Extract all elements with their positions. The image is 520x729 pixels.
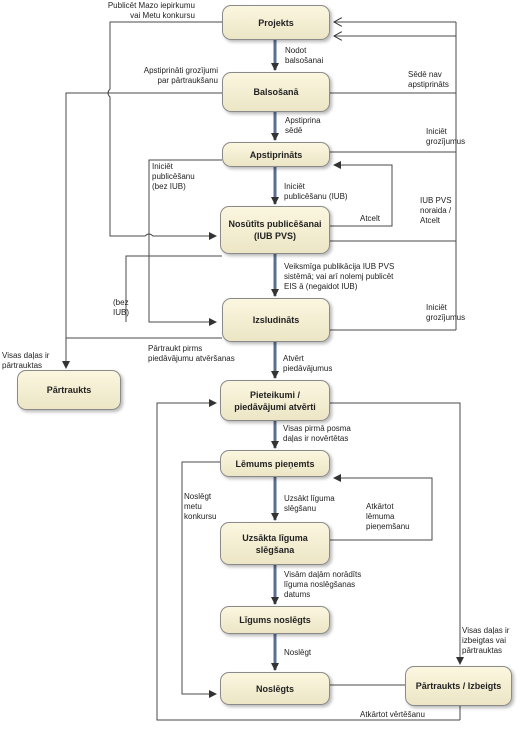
label-sede-nav: Sēdē nav apstiprināts xyxy=(408,70,449,89)
label-apstiprinati-grozijumi: Apstiprināti grozījumi par pārtraukšanu xyxy=(143,66,218,85)
label-atkartot-lemuma: Atkārtot lēmuma pieņemšanu xyxy=(366,502,410,531)
label-publicet-mazo: Publicēt Mazo iepirkumu vai Metu konkurs… xyxy=(107,1,195,20)
label-visas-dalas-partrauktas: Visas daļas ir pārtrauktas xyxy=(2,351,50,370)
label-partraukt-pirms: Pārtraukt pirms piedāvājumu atvēršanas xyxy=(148,344,235,363)
label-iniciet-publicesanu-iub: Iniciēt publicēšanu (IUB) xyxy=(284,182,348,201)
label-noslegt-metu: Noslēgt metu konkursu xyxy=(184,492,217,521)
state-lemums-pienemts[interactable]: Lēmums pieņemts xyxy=(220,450,330,477)
label-iub-pvs-noraida: IUB PVS noraida / Atcelt xyxy=(420,196,452,225)
state-balsosana[interactable]: Balsošanā xyxy=(222,72,330,112)
label-apstiprina-sede: Apstiprina sēdē xyxy=(285,116,321,135)
label-atcelt: Atcelt xyxy=(360,214,381,223)
state-nosutits-publicesanai[interactable]: Nosūtīts publicēšanai (IUB PVS) xyxy=(220,206,330,254)
label-atvert-piedavajumus: Atvērt piedāvājumus xyxy=(283,354,333,373)
state-ligums-noslegts[interactable]: Līgums noslēgts xyxy=(220,606,330,634)
label-iniciet-grozijumus-1: Iniciēt grozījumus xyxy=(426,127,466,146)
state-partraukts[interactable]: Pārtraukts xyxy=(17,370,121,410)
label-visam-dalam: Visām daļām norādīts līguma noslēgšanas … xyxy=(284,570,362,599)
label-iniciet-grozijumus-2: Iniciēt grozījumus xyxy=(426,303,466,322)
state-pieteikumi-atverti[interactable]: Pieteikumi / piedāvājumi atvērti xyxy=(220,380,330,421)
label-noslegt: Noslēgt xyxy=(284,648,312,657)
label-nodot-balsosanai: Nodot balsošanai xyxy=(285,46,324,65)
label-iniciet-publicesanu-bez: Iniciēt publicēšanu (bez IUB) xyxy=(152,162,195,191)
label-bez-iub: (bez IUB) xyxy=(113,298,129,317)
label-visas-pirma-posma: Visas pirmā posma daļas ir novērtētas xyxy=(283,424,351,443)
label-veiksmiga-publikacija: Veiksmīga publikācija IUB PVS sistēmā; v… xyxy=(284,262,395,291)
state-izsludinats[interactable]: Izsludināts xyxy=(222,298,330,342)
label-uzsakt-liguma: Uzsākt līguma slēgšanu xyxy=(284,494,335,513)
label-atkartot-vertesanu: Atkārtot vērtēšanu xyxy=(360,710,425,719)
label-visas-izbeigtas: Visas daļas ir izbeigtas vai pārtrauktas xyxy=(462,626,510,655)
state-uzsakta-liguma-slegsana[interactable]: Uzsākta līguma slēgšana xyxy=(220,522,330,565)
state-projekts[interactable]: Projekts xyxy=(222,5,330,40)
state-apstiprinats[interactable]: Apstiprināts xyxy=(222,142,330,167)
state-noslegts[interactable]: Noslēgts xyxy=(220,672,330,705)
state-partraukts-izbeigts[interactable]: Pārtraukts / Izbeigts xyxy=(405,666,512,706)
